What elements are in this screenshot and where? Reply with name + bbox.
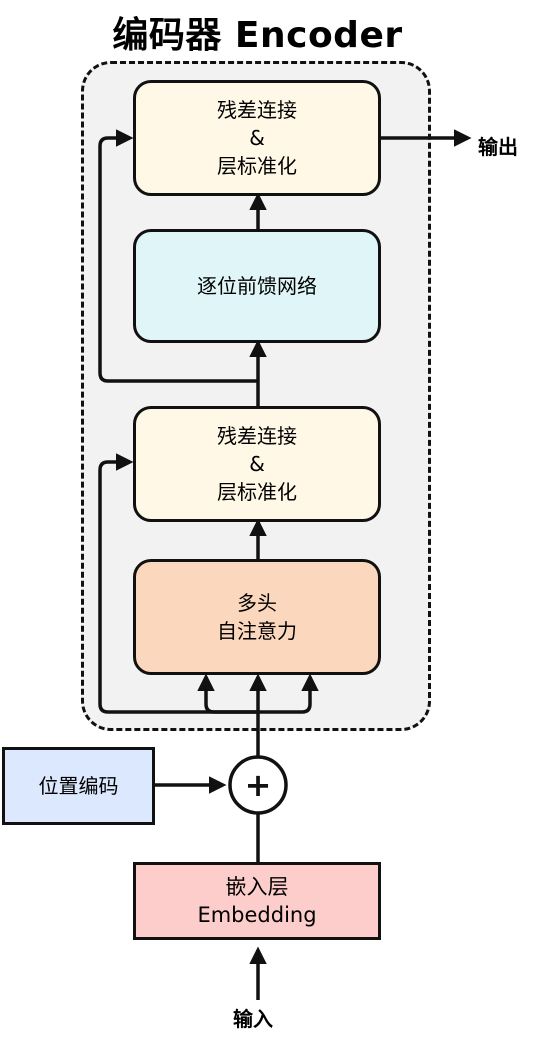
add-norm-top-line2: & — [249, 126, 265, 150]
mha-line2: 自注意力 — [217, 619, 297, 643]
mha-line1: 多头 — [237, 591, 277, 615]
positional-encoding-label: 位置编码 — [38, 774, 119, 798]
add-norm-bottom-line3: 层标准化 — [217, 480, 297, 504]
plus-symbol: + — [245, 766, 272, 804]
feed-forward-label: 逐位前馈网络 — [197, 274, 317, 298]
add-norm-bottom-line2: & — [249, 452, 265, 476]
embedding-block: 嵌入层 Embedding — [133, 862, 381, 940]
embedding-line2: Embedding — [197, 903, 317, 927]
plus-circle — [228, 755, 288, 815]
multi-head-attention-block: 多头 自注意力 — [133, 559, 381, 675]
add-norm-bottom-line1: 残差连接 — [217, 424, 297, 448]
add-norm-bottom-block: 残差连接 & 层标准化 — [133, 406, 381, 522]
add-norm-top-block: 残差连接 & 层标准化 — [133, 80, 381, 196]
feed-forward-block: 逐位前馈网络 — [133, 229, 381, 343]
output-label: 输出 — [478, 135, 518, 159]
input-label: 输入 — [233, 1007, 273, 1031]
add-norm-top-line1: 残差连接 — [217, 98, 297, 122]
positional-encoding-block: 位置编码 — [2, 747, 155, 825]
diagram-title: 编码器 Encoder — [112, 15, 403, 56]
add-norm-top-line3: 层标准化 — [217, 154, 297, 178]
embedding-line1: 嵌入层 — [225, 875, 289, 899]
